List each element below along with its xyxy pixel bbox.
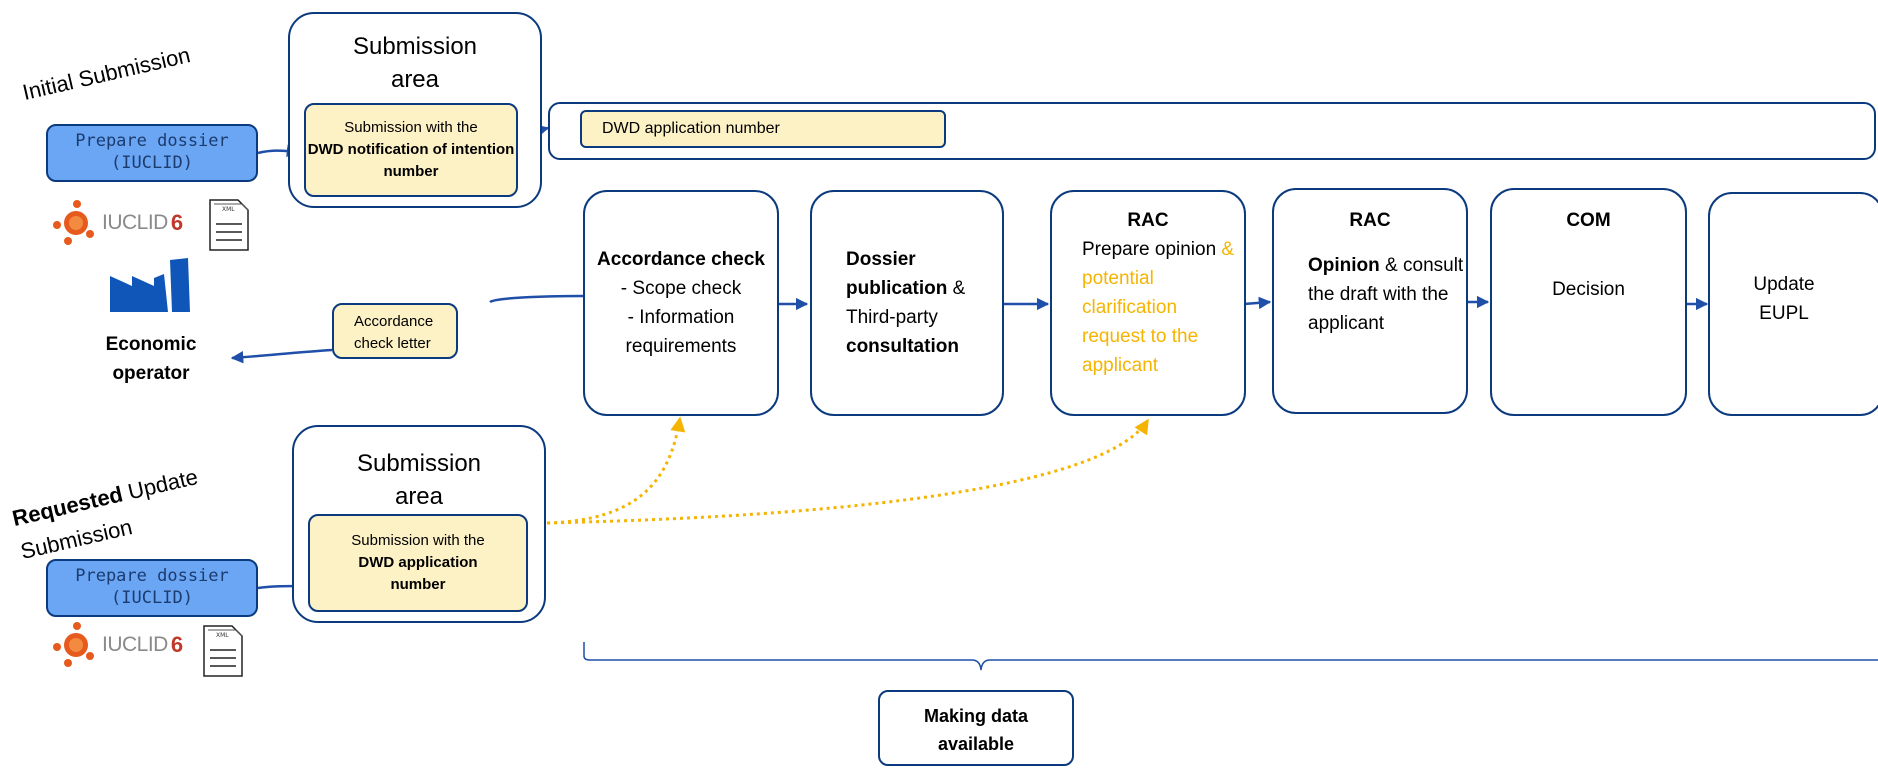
making-data-available: Making data available: [878, 690, 1074, 766]
iuclid-molecule-icon-2: [53, 622, 94, 667]
xml-label: XML: [222, 206, 235, 213]
factory-icon: [108, 256, 190, 317]
step-com-decision[interactable]: COM Decision: [1490, 188, 1687, 416]
submission-box-initial[interactable]: Submission with the DWD notification of …: [304, 103, 518, 197]
arrow-step3-4: [1243, 296, 1272, 310]
submission-box-requested[interactable]: Submission with the DWD application numb…: [308, 514, 528, 612]
arrow-letter-to-operator: [230, 348, 333, 364]
rac1-text: Prepare opinion: [1082, 239, 1217, 260]
prepare-dossier-button-2[interactable]: Prepare dossier (IUCLID): [46, 559, 258, 617]
publication-title: Dossier publication: [846, 249, 948, 299]
step-rac-prepare-opinion[interactable]: RAC Prepare opinion & potential clarific…: [1050, 190, 1246, 416]
publication-consultation: consultation: [846, 336, 959, 357]
xml-document-icon: XML: [206, 198, 250, 252]
com-decision: Decision: [1552, 279, 1625, 300]
bracket: [583, 642, 1878, 671]
line-accordance-to-letter: [489, 294, 584, 304]
submission-box2-line1: Submission with the: [351, 532, 485, 549]
economic-operator-label: Economic operator: [105, 334, 197, 384]
xml-label-2: XML: [216, 632, 229, 639]
dotted-arrow-to-accordance: [546, 416, 686, 525]
submission-area-title-2: Submission area: [356, 450, 482, 510]
iuclid-six: 6: [170, 210, 184, 235]
accordance-check-letter[interactable]: Accordance check letter: [332, 303, 458, 359]
rac1-title: RAC: [1127, 210, 1169, 231]
dotted-arrow-to-rac: [546, 418, 1150, 525]
rac2-title: RAC: [1349, 210, 1391, 231]
xml-document-icon-2: XML: [200, 624, 244, 678]
step-accordance-check[interactable]: Accordance check - Scope check - Informa…: [583, 190, 779, 416]
accordance-check-title: Accordance check: [597, 249, 765, 270]
com-title: COM: [1566, 210, 1611, 231]
submission-box-bold: DWD notification of intention number: [307, 141, 515, 180]
step-dossier-publication[interactable]: Dossier publication & Third-party consul…: [810, 190, 1004, 416]
accordance-information-requirements: - Information requirements: [625, 307, 737, 357]
iuclid-six-2: 6: [170, 632, 184, 657]
submission-box-line1: Submission with the: [344, 119, 478, 136]
step-rac-opinion[interactable]: RAC Opinion & consult the draft with the…: [1272, 188, 1468, 414]
application-number-field[interactable]: DWD application number: [580, 110, 946, 148]
iuclid-molecule-icon: [53, 200, 94, 245]
rac1-highlight: & potential clarification request to the…: [1082, 239, 1235, 376]
publication-third-party: Third-party: [846, 307, 938, 328]
accordance-scope-check: - Scope check: [620, 278, 742, 299]
step-update-eupl[interactable]: Update EUPL: [1708, 192, 1878, 416]
iuclid-text-2: IUCLID: [102, 633, 168, 656]
rac2-text: & consult the draft with the applicant: [1308, 255, 1464, 334]
prepare-dossier-button[interactable]: Prepare dossier (IUCLID): [46, 124, 258, 182]
rac2-opinion: Opinion: [1308, 255, 1380, 276]
submission-box2-bold: DWD application number: [358, 554, 478, 593]
submission-area-title: Submission area: [352, 33, 478, 93]
publication-amp: &: [947, 278, 966, 299]
iuclid-text: IUCLID: [102, 211, 168, 234]
